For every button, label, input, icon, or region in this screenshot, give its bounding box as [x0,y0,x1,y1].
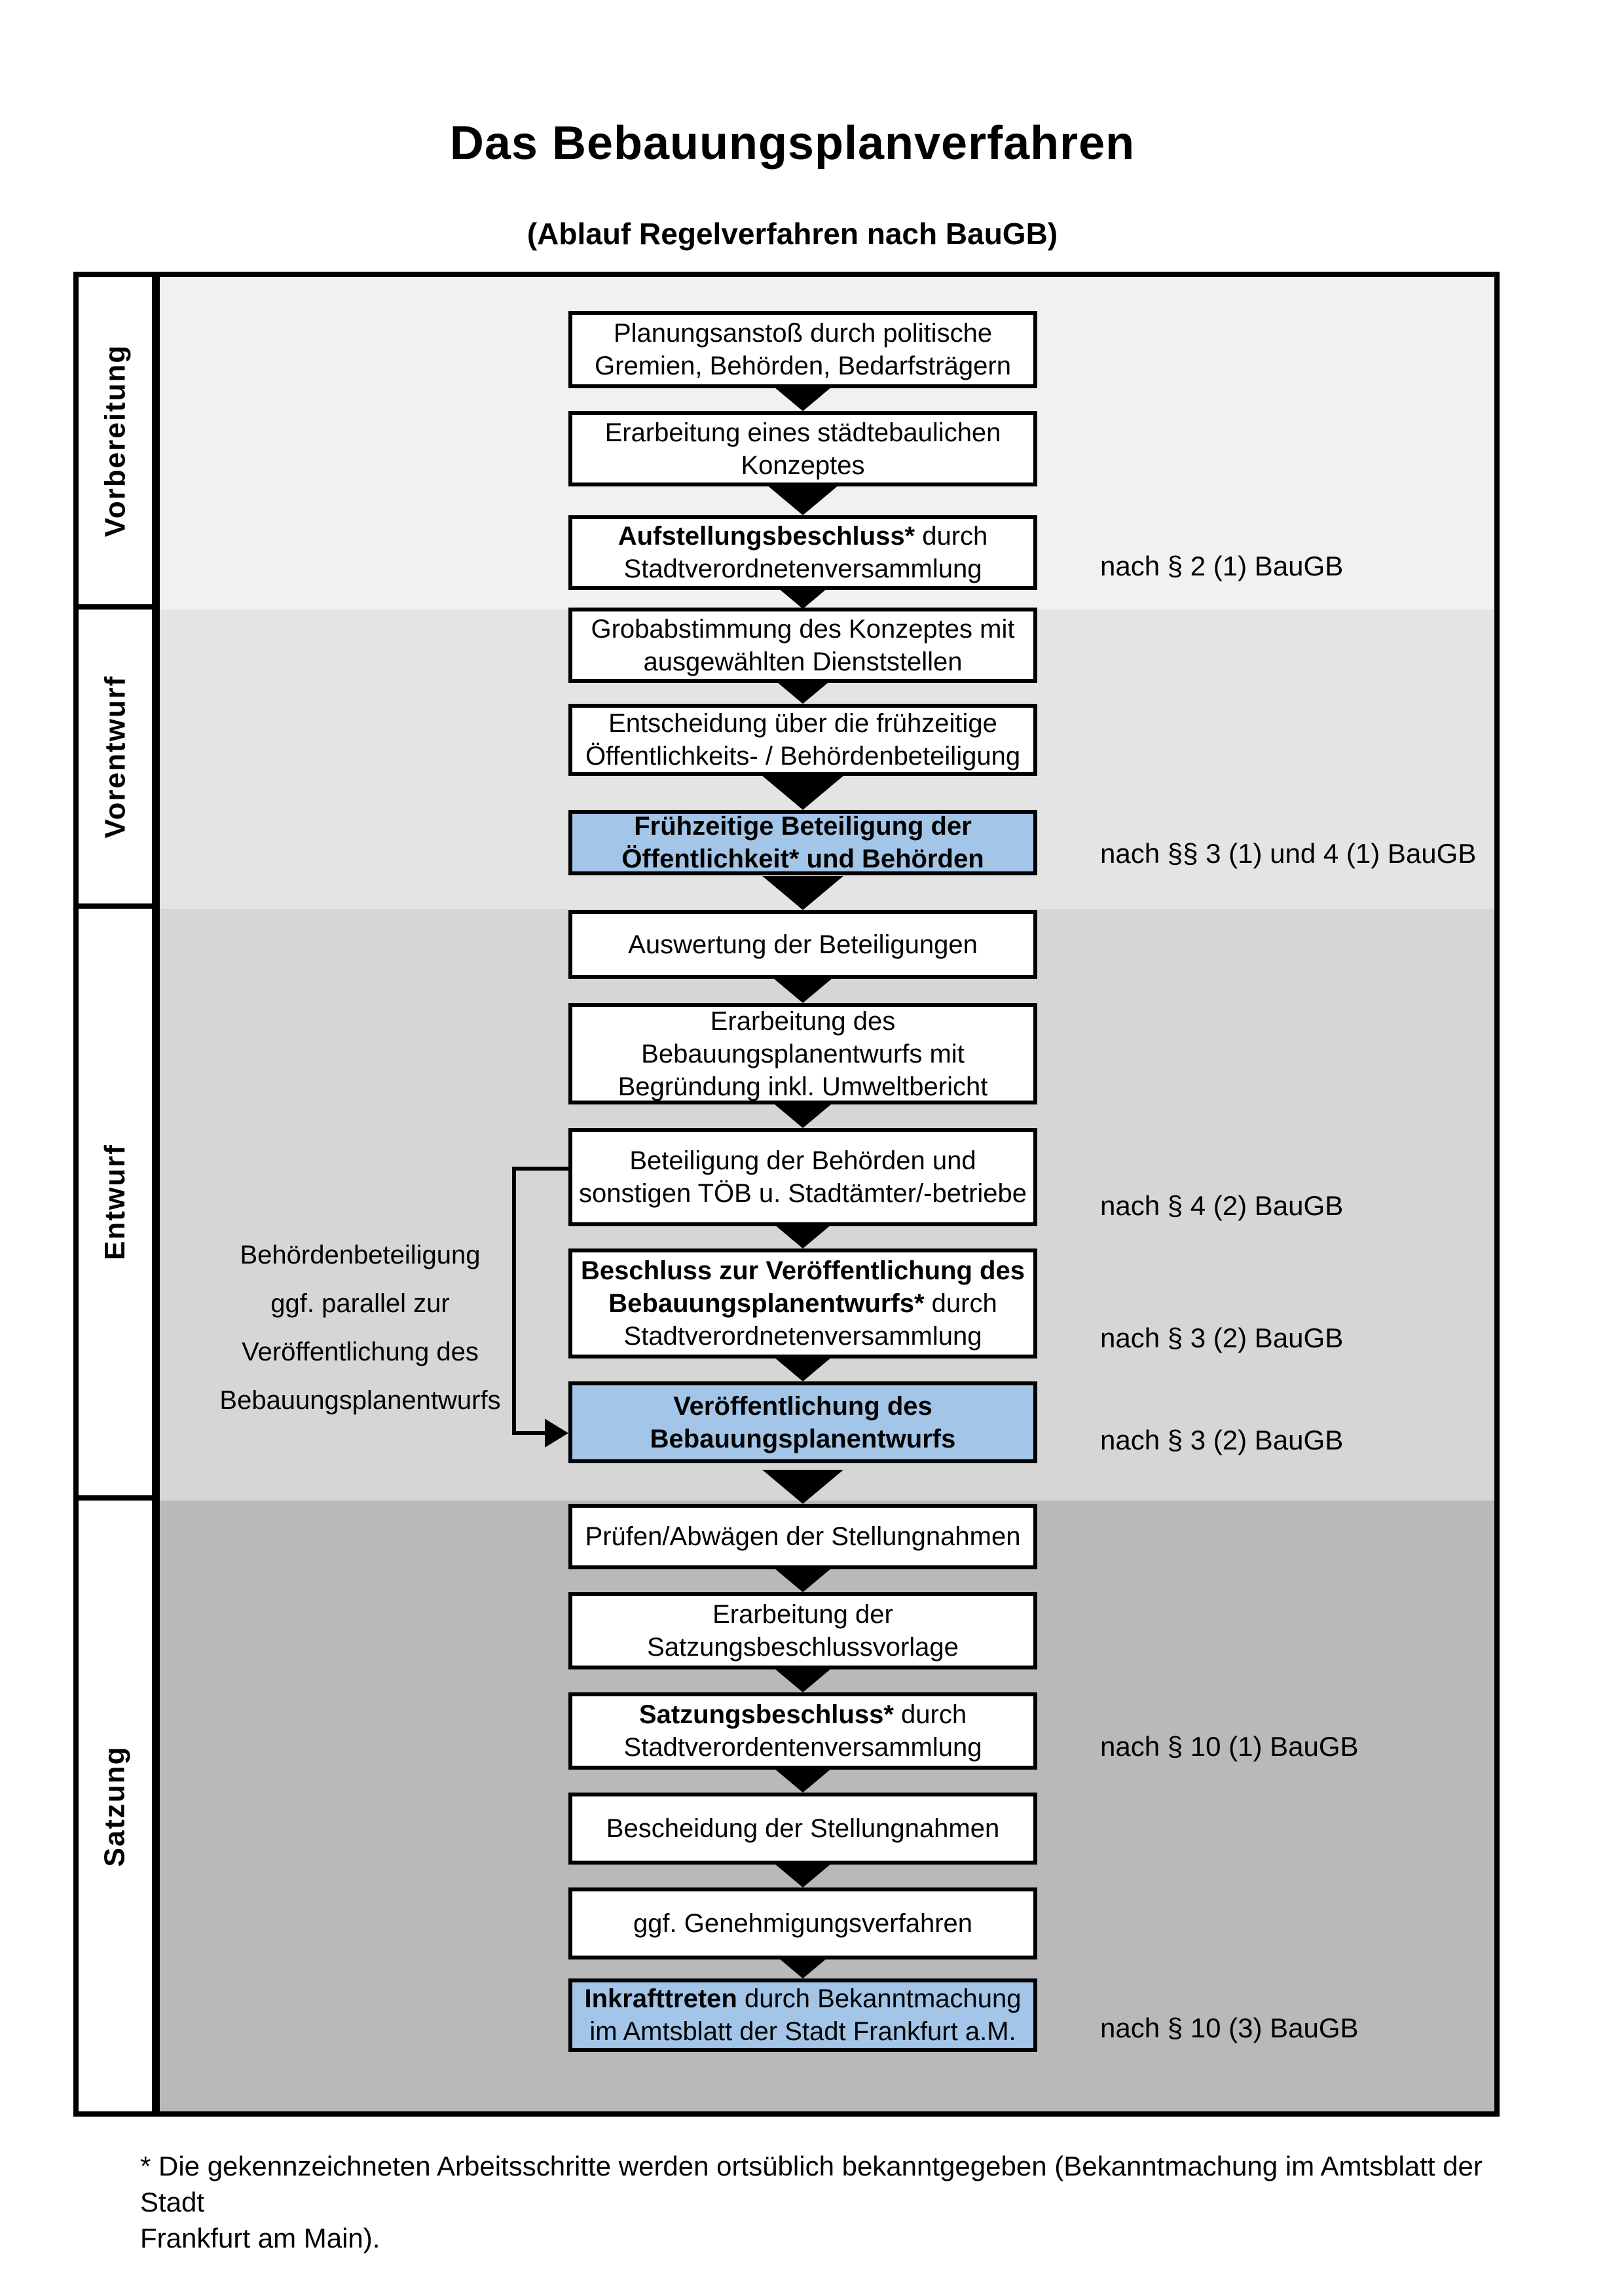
step-entscheidung-fruehzeitige-beteiligung: Entscheidung über die frühzeitige Öffent… [568,704,1037,776]
step-grobabstimmung: Grobabstimmung des Konzeptes mit ausgewä… [568,608,1037,683]
page-subtitle: (Ablauf Regelverfahren nach BauGB) [526,217,1058,251]
legal-ref-6: nach § 10 (1) BauGB [1100,1731,1359,1762]
down-arrow-icon [762,481,843,515]
phase-cell-vorentwurf: Vorentwurf [79,610,152,909]
footnote: * Die gekennzeichneten Arbeitsschritte w… [140,2151,1483,2253]
step-pruefen-abwaegen: Prüfen/Abwägen der Stellungnahmen [568,1504,1037,1569]
phase-cell-vorbereitung: Vorbereitung [79,277,152,610]
connector-line-vertical [512,1167,516,1435]
step-aufstellungsbeschluss: Aufstellungsbeschluss* durch Stadtverord… [568,515,1037,590]
connector-line-bottom [512,1431,546,1435]
step-veroeffentlichung-entwurf: Veröffentlichung des Bebauungsplanentwur… [568,1381,1037,1463]
legal-ref-3: nach § 4 (2) BauGB [1100,1190,1344,1221]
step-beteiligung-behoerden-toeb: Beteiligung der Behörden und sonstigen T… [568,1128,1037,1226]
phase-label-vorbereitung: Vorbereitung [99,344,131,538]
legal-ref-1: nach § 2 (1) BauGB [1100,551,1344,581]
phase-cell-entwurf: Entwurf [79,909,152,1501]
right-arrow-icon [545,1419,568,1448]
down-arrow-icon [762,776,843,810]
step-staedtebauliches-konzept: Erarbeitung eines städtebaulichen Konzep… [568,411,1037,486]
step-inkrafttreten: Inkrafttreten durch Bekanntmachung im Am… [568,1978,1037,2052]
down-arrow-icon [762,876,843,910]
phase-label-column: Vorbereitung Vorentwurf Entwurf Satzung [79,277,160,2111]
legal-ref-7: nach § 10 (3) BauGB [1100,2013,1359,2043]
step-fruehzeitige-beteiligung: Frühzeitige Beteiligung der Öffentlichke… [568,810,1037,875]
step-erarbeitung-bebauungsplanentwurf: Erarbeitung des Bebauungsplanentwurfs mi… [568,1003,1037,1104]
phase-label-vorentwurf: Vorentwurf [99,675,131,838]
phase-cell-satzung: Satzung [79,1501,152,2111]
step-bescheidung-stellungnahmen: Bescheidung der Stellungnahmen [568,1793,1037,1865]
phase-label-entwurf: Entwurf [99,1144,132,1260]
step-planungsanstoss: Planungsanstoß durch politische Gremien,… [568,311,1037,388]
phase-label-satzung: Satzung [99,1745,132,1867]
legal-ref-2: nach §§ 3 (1) und 4 (1) BauGB [1100,838,1477,869]
legal-ref-4: nach § 3 (2) BauGB [1100,1322,1344,1353]
page-title: Das Bebauungsplanverfahren [449,117,1135,170]
step-genehmigungsverfahren: ggf. Genehmigungsverfahren [568,1887,1037,1959]
legal-ref-5: nach § 3 (2) BauGB [1100,1425,1344,1455]
side-note: Behördenbeteiligung ggf. parallel zur Ve… [219,1241,501,1415]
step-auswertung-beteiligungen: Auswertung der Beteiligungen [568,910,1037,979]
step-erarbeitung-satzungsbeschlussvorlage: Erarbeitung der Satzungsbeschlussvorlage [568,1592,1037,1669]
step-satzungsbeschluss: Satzungsbeschluss* durch Stadtverordente… [568,1692,1037,1770]
down-arrow-icon [762,1470,843,1504]
connector-line-top [512,1167,568,1171]
step-beschluss-veroeffentlichung: Beschluss zur Veröffentlichung des Bebau… [568,1248,1037,1358]
